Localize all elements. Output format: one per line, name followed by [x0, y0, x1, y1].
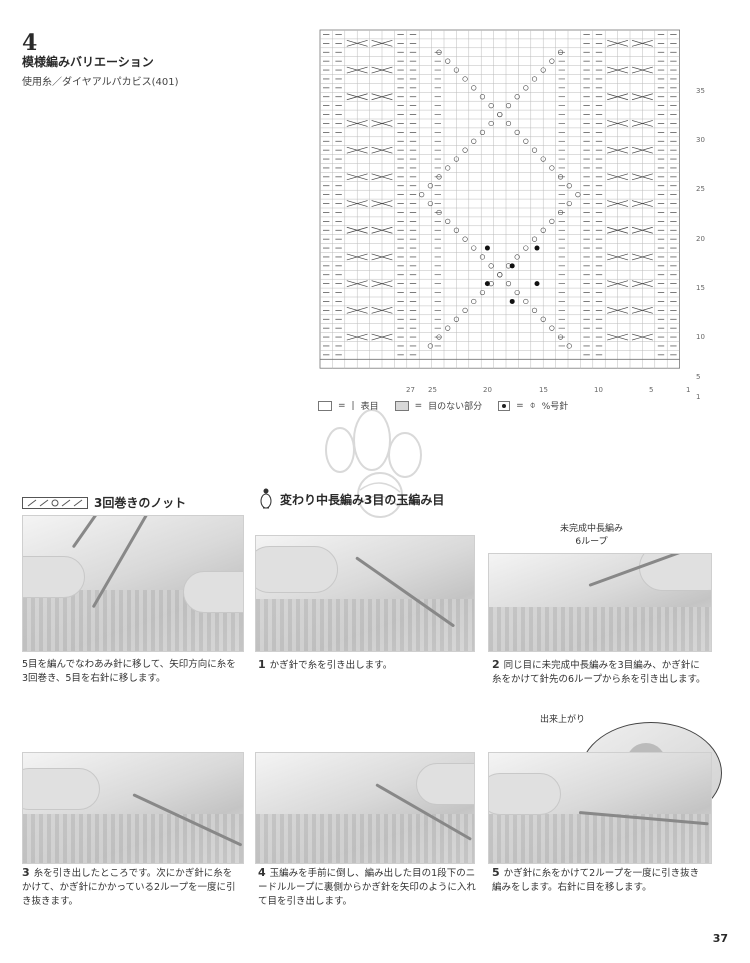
step5-photo	[488, 752, 712, 864]
col-label: 15	[539, 386, 548, 394]
row-label: 5	[696, 373, 701, 381]
nostitch-swatch	[394, 400, 409, 411]
step1-photo	[255, 535, 475, 652]
col-label: 20	[483, 386, 492, 394]
step2-number: 2	[492, 658, 500, 671]
step1-number: 1	[258, 658, 266, 671]
legend-knit-label: 表目	[360, 402, 379, 412]
step3-number: 3	[22, 866, 30, 879]
row-label: 25	[696, 185, 705, 193]
row-label: 30	[696, 136, 705, 144]
chart-grid	[319, 29, 681, 369]
legend-equals: =	[414, 400, 423, 411]
step3-text: 糸を引き出したところです。次にかぎ針に糸をかけて、かぎ針にかかっている2ループを…	[22, 868, 236, 907]
step5-number: 5	[492, 866, 500, 879]
step4-text: 玉編みを手前に倒し、編み出した目の1段下のニードルループに裏側からかぎ針を矢印の…	[258, 868, 476, 907]
yarn-info: 使用糸／ダイヤアルパカビス(401)	[22, 77, 179, 88]
step3-photo	[22, 752, 244, 864]
col-label: 25	[428, 386, 437, 394]
step1-text: かぎ針で糸を引き出します。	[269, 660, 393, 671]
chart-legend: = | 表目 = 目のない部分 = ⌽ %号針	[318, 399, 568, 412]
step4-photo	[255, 752, 475, 864]
knot-symbol-icon	[22, 496, 88, 509]
col-label: 5	[649, 386, 654, 394]
page-number: 37	[712, 932, 728, 945]
legend-bobble-label: %号針	[541, 402, 569, 412]
cactus-watermark-icon	[325, 409, 422, 518]
knitting-chart: 35 30 25 20 15 10 5 1 27 25 20 15 10 5 1	[316, 28, 709, 401]
finished-label: 出来上がり	[540, 715, 586, 725]
row-label: 35	[696, 87, 705, 95]
row-label: 20	[696, 235, 705, 243]
col-label: 10	[594, 386, 603, 394]
pattern-number: 4	[22, 30, 38, 56]
knit-symbol-icon: |	[351, 400, 355, 411]
legend-equals: =	[516, 400, 524, 411]
bobble-section-title: 変わり中長編み3目の玉編み目	[280, 492, 445, 507]
legend-equals: =	[338, 400, 346, 411]
pattern-title: 模様編みバリエーション	[22, 55, 154, 69]
step5-text: かぎ針に糸をかけて2ループを一度に引き抜き編みをします。右針に目を移します。	[492, 868, 700, 893]
knot-caption-text: 5目を編んでなわあみ針に移して、矢印方向に糸を3回巻き、5目を右針に移します。	[22, 659, 236, 684]
row-label: 15	[696, 284, 705, 292]
col-label: 27	[406, 386, 415, 394]
step2-annotation: 未完成中長編み 6ループ	[560, 521, 623, 547]
knot-section-title: 3回巻きのノット	[94, 496, 187, 510]
knot-step-photo	[22, 515, 244, 652]
incomplete-hdc-label: 未完成中長編み	[560, 524, 624, 534]
step2-text: 同じ目に未完成中長編みを3目編み、かぎ針に糸をかけて針先の6ループから糸を引き出…	[492, 660, 706, 685]
row-label: 1	[696, 393, 701, 401]
bobble-symbol-icon	[260, 488, 272, 509]
legend-nostitch-label: 目のない部分	[428, 402, 483, 412]
knit-swatch	[318, 400, 332, 411]
bobble-symbol-icon: ⌽	[529, 400, 536, 411]
six-loops-label: 6ループ	[575, 537, 608, 547]
bobble-swatch	[498, 400, 511, 411]
knot-caption: 5目を編んでなわあみ針に移して、矢印方向に糸を3回巻き、5目を右針に移します。	[22, 658, 237, 686]
row-label: 10	[696, 333, 705, 341]
step4-number: 4	[258, 866, 266, 879]
step2-photo	[488, 553, 712, 652]
knot-section-heading: 3回巻きのノット	[22, 494, 186, 511]
bobble-section-heading: 変わり中長編み3目の玉編み目	[258, 488, 444, 510]
col-label: 1	[686, 386, 691, 394]
